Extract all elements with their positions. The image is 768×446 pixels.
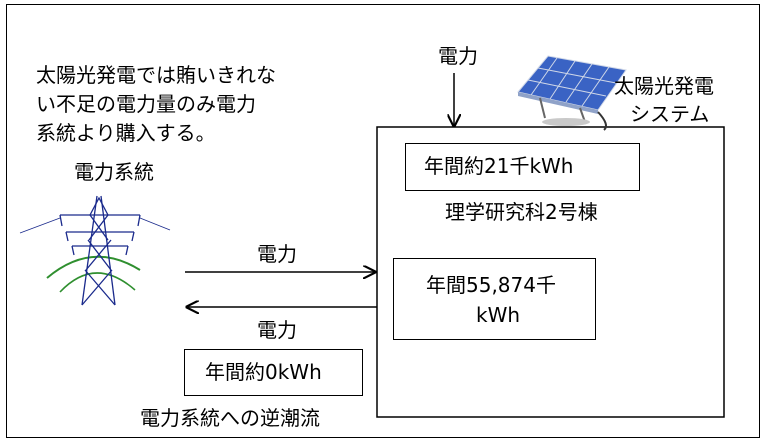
solar-input-label: 電力 [438,44,478,68]
power-pylon-icon [19,195,171,306]
reverse-flow-caption: 電力系統への逆潮流 [140,406,320,430]
solar-generation-box: 年間約21千kWh [405,143,640,191]
reverse-flow-amount-box: 年間約0kWh [184,349,363,396]
building-consumption-line-1: 年間55,874千 [426,273,556,297]
reverse-flow-amount-value: 年間約0kWh [205,360,322,384]
description-line-3: 系統より購入する。 [36,121,216,145]
solar-panel-icon [517,55,627,131]
solar-system-label-1: 太陽光発電 [614,74,714,98]
purchase-flow-label: 電力 [257,242,297,266]
building-name: 理学研究科2号棟 [445,200,598,224]
building-consumption-box: 年間55,874千 kWh [393,258,596,340]
grid-label: 電力系統 [74,160,154,184]
building-consumption-line-2: kWh [476,303,521,327]
description-line-2: い不足の電力量のみ電力 [36,92,256,116]
diagram-frame [6,4,760,438]
solar-generation-value: 年間約21千kWh [424,154,574,178]
description-line-1: 太陽光発電では賄いきれな [36,63,276,87]
solar-system-label-2: システム [630,102,710,126]
building-outline [376,126,725,418]
reverse-flow-label: 電力 [257,318,297,342]
